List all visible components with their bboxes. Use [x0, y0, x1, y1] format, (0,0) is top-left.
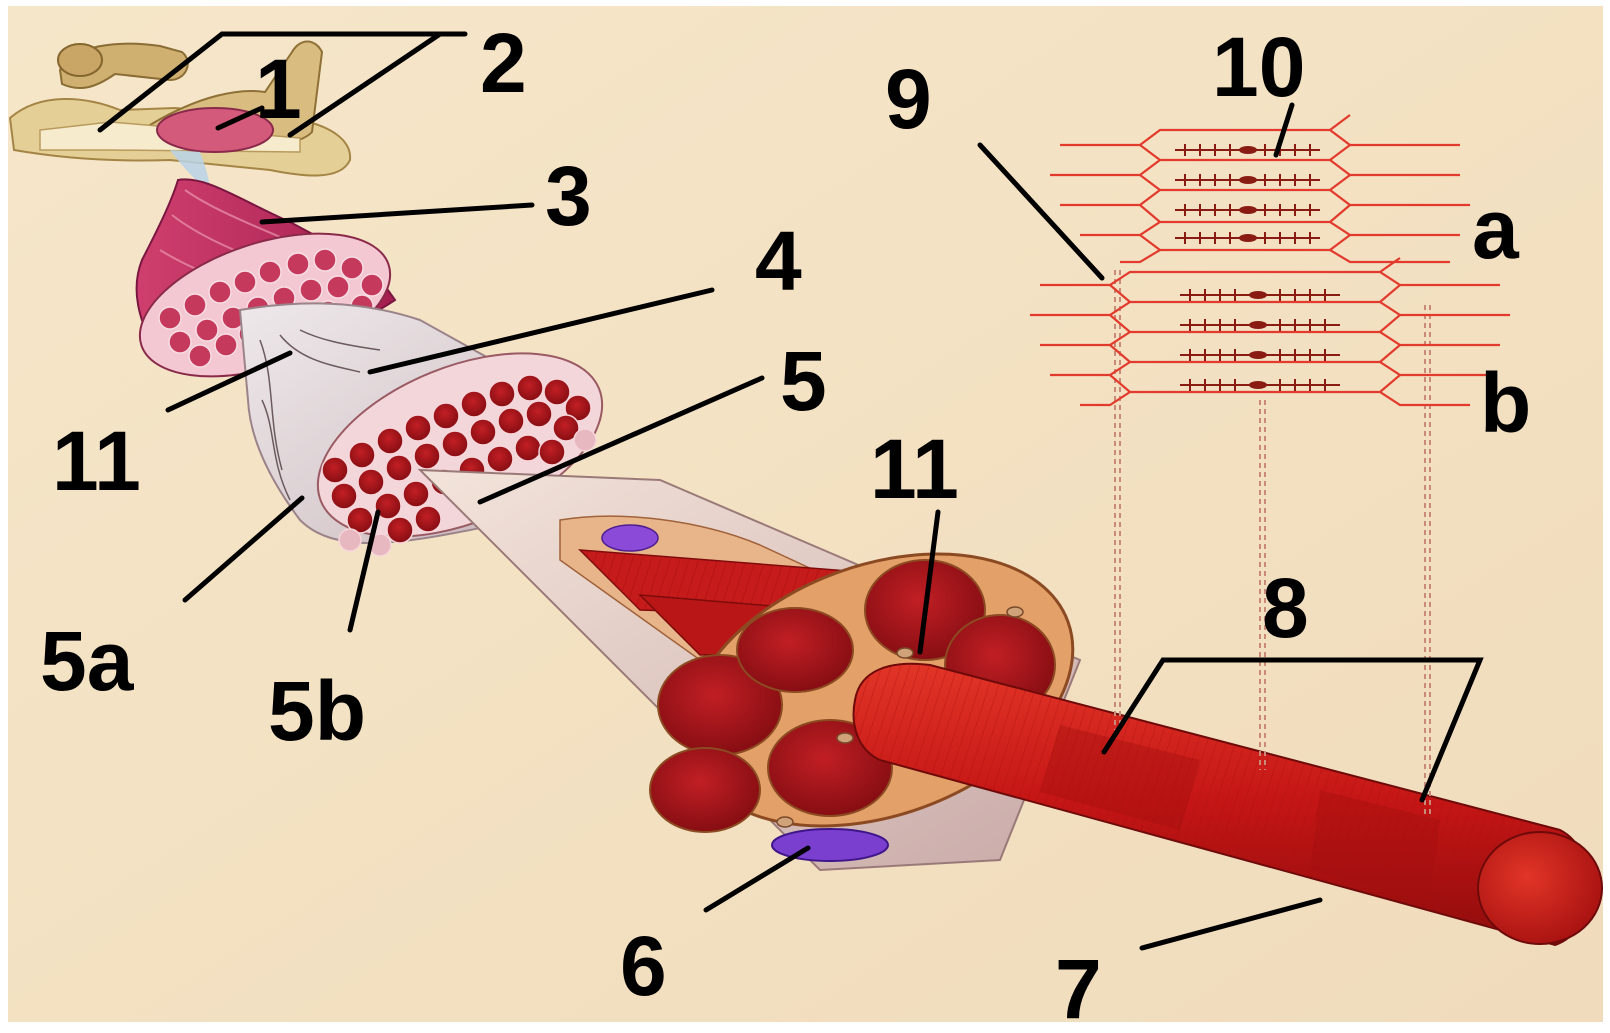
- label-b: b: [1480, 356, 1531, 450]
- label-4: 4: [755, 214, 802, 308]
- label-5b: 5b: [268, 664, 366, 758]
- label-8: 8: [1262, 561, 1309, 655]
- label-11-right: 11: [870, 422, 959, 516]
- label-5: 5: [780, 334, 827, 428]
- nucleus-shape: [772, 829, 888, 861]
- label-11-left: 11: [52, 414, 141, 508]
- label-3: 3: [545, 149, 592, 243]
- label-9: 9: [885, 52, 932, 146]
- label-2: 2: [480, 16, 527, 110]
- label-1: 1: [255, 42, 302, 136]
- label-6: 6: [620, 919, 667, 1013]
- label-10: 10: [1212, 20, 1305, 114]
- label-7: 7: [1055, 942, 1102, 1033]
- label-a: a: [1472, 182, 1520, 276]
- label-5a: 5a: [40, 614, 135, 708]
